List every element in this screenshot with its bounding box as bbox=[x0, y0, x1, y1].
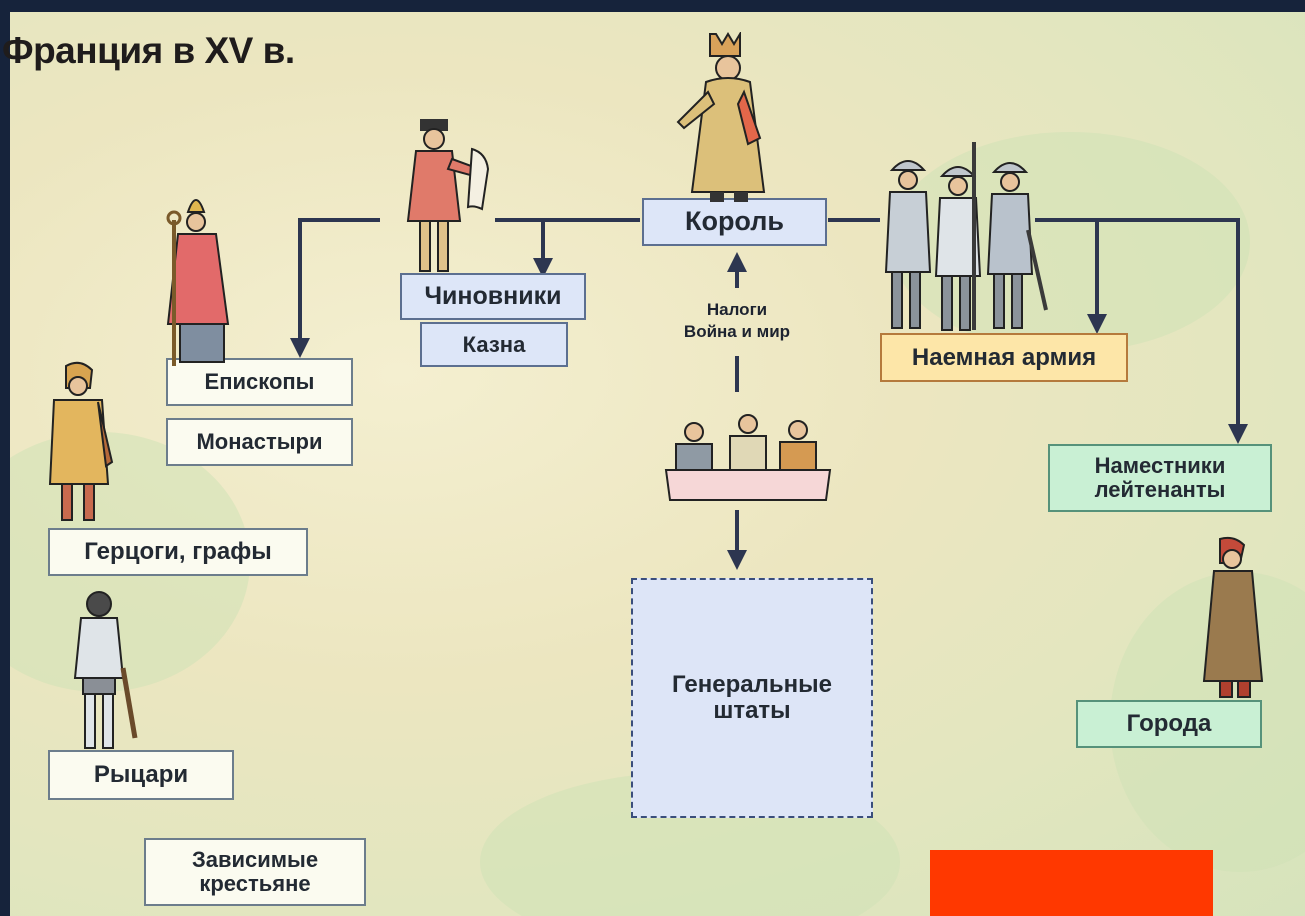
mercenaries-figure-icon bbox=[884, 142, 1048, 331]
council-figure-icon bbox=[664, 414, 832, 501]
taxes-label: Налоги bbox=[706, 300, 768, 319]
treasury-box: Казна bbox=[420, 322, 568, 367]
king-figure-icon bbox=[676, 32, 766, 202]
duke-figure-icon bbox=[48, 361, 114, 521]
towns-box: Города bbox=[1076, 700, 1262, 748]
red-block bbox=[930, 850, 1213, 916]
townsman-figure-icon bbox=[1202, 536, 1264, 698]
knight-figure-icon bbox=[73, 591, 138, 749]
bishops-box: Епископы bbox=[166, 358, 353, 406]
diagram-title: Франция в XV в. bbox=[2, 30, 295, 71]
bishop-figure-icon bbox=[166, 199, 230, 366]
arrow-governors bbox=[1035, 218, 1248, 444]
dukes-box: Герцоги, графы bbox=[48, 528, 308, 576]
king-box: Король bbox=[642, 198, 827, 246]
peasants-box: Зависимые крестьяне bbox=[144, 838, 366, 906]
knights-box: Рыцари bbox=[48, 750, 234, 800]
officials-box: Чиновники bbox=[400, 273, 586, 320]
arrow-bishops bbox=[290, 218, 380, 358]
monasteries-box: Монастыри bbox=[166, 418, 353, 466]
army-box: Наемная армия bbox=[880, 333, 1128, 382]
official-figure-icon bbox=[406, 119, 490, 272]
estates-general-box: Генеральные штаты bbox=[631, 578, 873, 818]
war-peace-label: Война и мир bbox=[683, 322, 791, 341]
governors-box: Наместники лейтенанты bbox=[1048, 444, 1272, 512]
